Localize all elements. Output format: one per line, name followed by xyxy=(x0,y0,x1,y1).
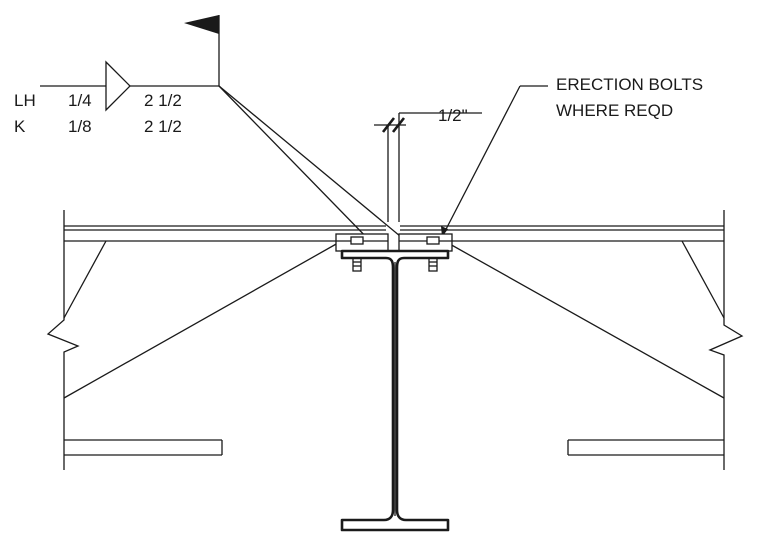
gap-dimension: 1/2" xyxy=(374,106,482,222)
weld-symbol: LH 1/4 2 1/2 K 1/8 2 1/2 xyxy=(14,15,413,247)
callout-leader-diagonal xyxy=(441,85,521,238)
weld-length-k: 2 1/2 xyxy=(144,117,182,136)
erection-bolts-callout: ERECTION BOLTS WHERE REQD xyxy=(441,75,703,238)
right-joist-web-diagonal xyxy=(447,242,725,399)
right-joist-end-break-line xyxy=(708,210,744,470)
right-joist xyxy=(400,210,744,470)
left-erection-bolt-icon xyxy=(350,236,364,272)
field-weld-flag-icon xyxy=(184,15,219,34)
right-bearing-seat xyxy=(398,233,453,252)
gap-tick-left xyxy=(381,117,396,133)
weld-length-lh: 2 1/2 xyxy=(144,91,182,110)
weld-size-k: 1/8 xyxy=(68,117,92,136)
callout-line-1: ERECTION BOLTS xyxy=(556,75,703,94)
gap-dimension-text: 1/2" xyxy=(438,106,468,125)
weld-leader-line xyxy=(218,85,413,247)
wide-flange-beam xyxy=(340,249,450,532)
left-joist-end-diagonal xyxy=(63,240,107,319)
weld-member-k: K xyxy=(14,117,26,136)
gap-tick-right xyxy=(391,117,406,133)
right-erection-bolt-icon xyxy=(426,236,440,272)
right-joist-end-diagonal xyxy=(681,240,725,319)
left-joist-end-break-line xyxy=(46,210,80,470)
left-joist xyxy=(46,210,386,470)
weld-leader-line xyxy=(218,85,375,246)
callout-line-2: WHERE REQD xyxy=(556,101,673,120)
weld-size-lh: 1/4 xyxy=(68,91,92,110)
weld-member-lh: LH xyxy=(14,91,36,110)
fillet-weld-triangle-icon xyxy=(105,60,131,112)
left-joist-web-diagonal xyxy=(63,242,339,399)
